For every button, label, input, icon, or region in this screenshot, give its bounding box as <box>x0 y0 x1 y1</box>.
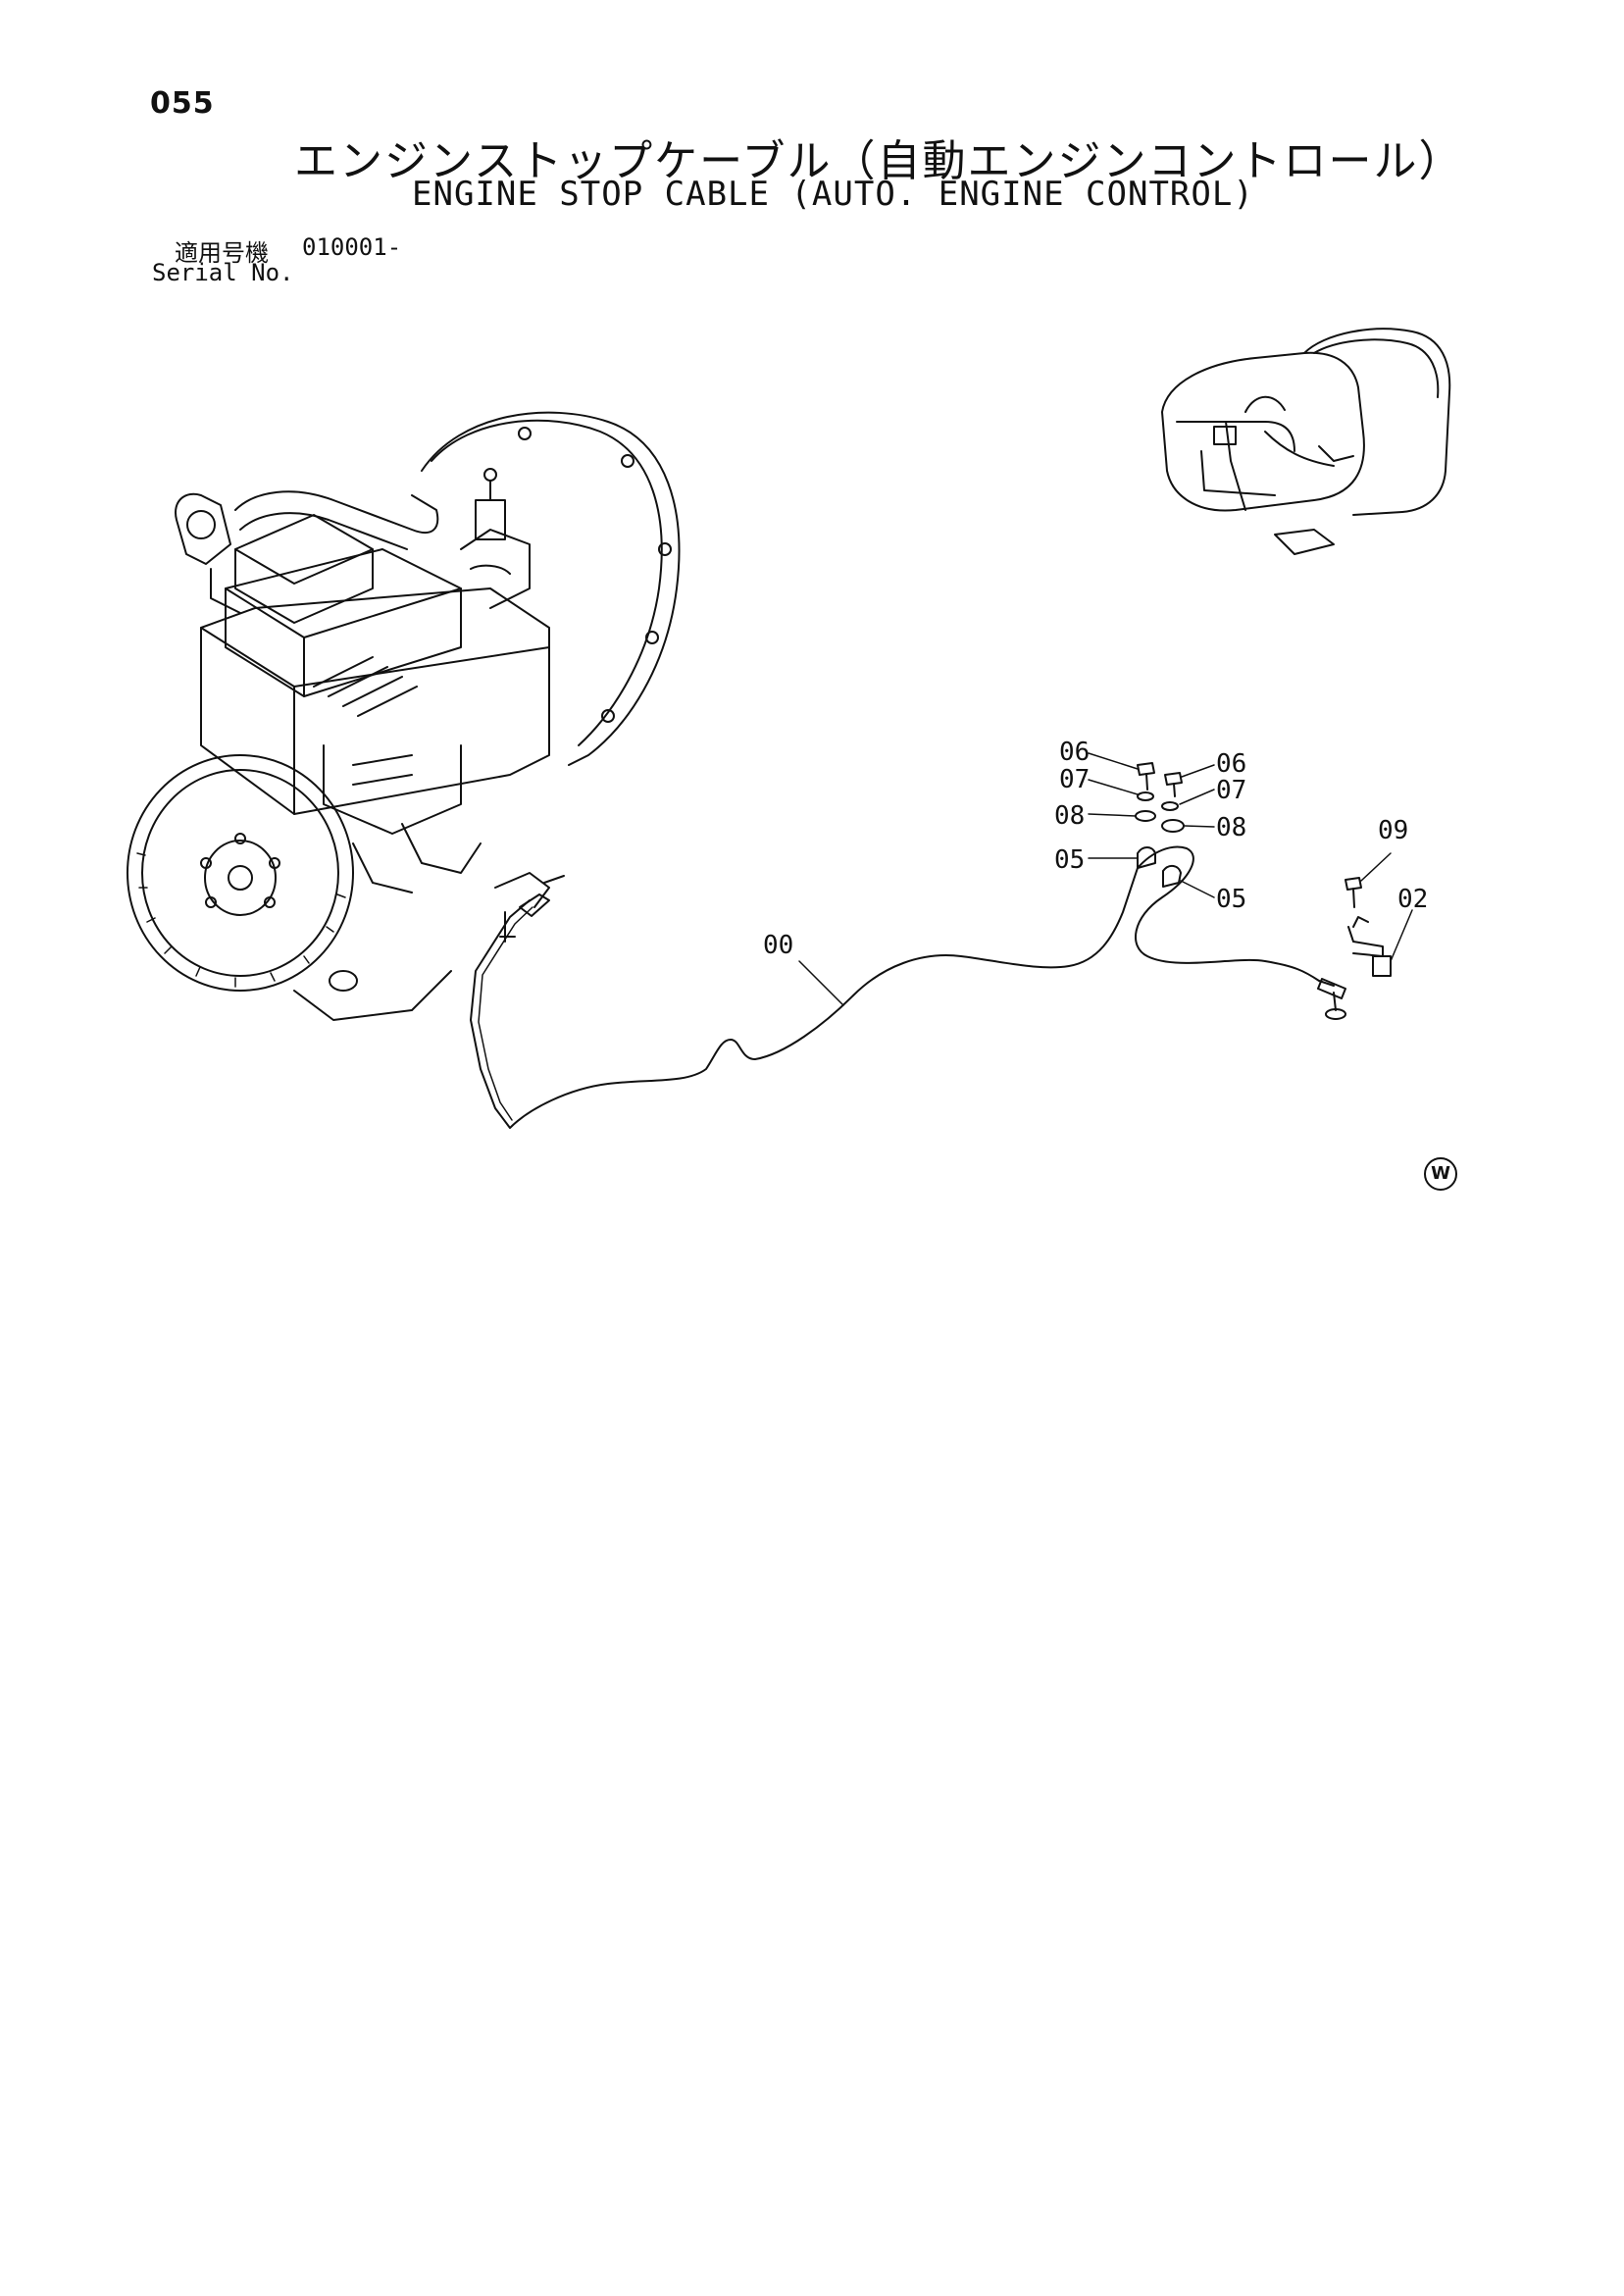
serial-label-english: Serial No. <box>152 259 294 286</box>
callout-02: 02 <box>1397 885 1428 914</box>
callout-08-right: 08 <box>1216 813 1246 842</box>
serial-label-japanese: 適用号機 <box>175 239 269 267</box>
engine-assembly-icon <box>127 411 681 1021</box>
title-japanese: エンジンストップケーブル（自動エンジンコントロール） <box>294 136 1464 186</box>
cable-clamp-hardware <box>1135 762 1392 977</box>
callout-05-right: 05 <box>1216 885 1246 914</box>
callout-07-left: 07 <box>1059 765 1090 794</box>
title-english: ENGINE STOP CABLE (AUTO. ENGINE CONTROL) <box>412 175 1254 214</box>
stop-knob-icon <box>1317 978 1346 1020</box>
callout-labels: 06 07 08 05 06 07 08 05 00 09 02 <box>763 738 1428 960</box>
page-number: 055 <box>150 86 215 121</box>
callout-00: 00 <box>763 931 793 960</box>
operator-cab-icon <box>1161 328 1451 555</box>
callout-09: 09 <box>1378 816 1408 845</box>
serial-value: 010001- <box>302 233 402 261</box>
callout-08-left: 08 <box>1054 801 1085 831</box>
engine-stop-cable <box>470 845 1335 1129</box>
corner-w-mark: W <box>1424 1157 1457 1191</box>
callout-06-right: 06 <box>1216 749 1246 779</box>
callout-06-left: 06 <box>1059 738 1090 767</box>
callout-05-left: 05 <box>1054 845 1085 875</box>
leader-lines <box>798 752 1413 1006</box>
callout-07-right: 07 <box>1216 776 1246 805</box>
